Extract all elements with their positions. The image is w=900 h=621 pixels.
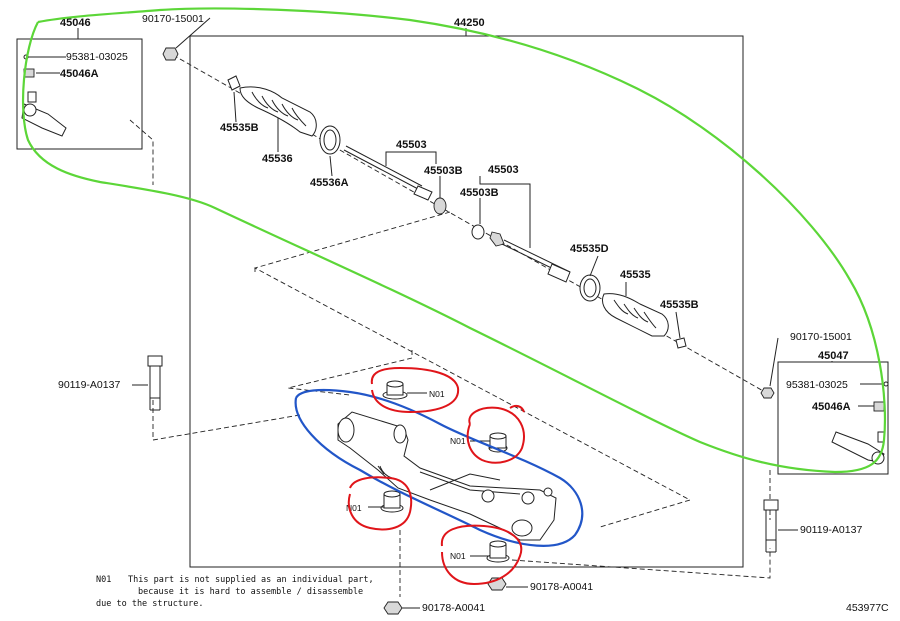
part-labels: 44250 45046 45047 95381-03025 45046A 901… bbox=[58, 13, 862, 614]
red-circle-n01-a bbox=[370, 366, 460, 414]
nut-90170-right bbox=[760, 387, 775, 399]
nut-90178-left bbox=[383, 601, 403, 615]
label-nut-45046a-right: 45046A bbox=[812, 401, 851, 413]
inner-rod-middle bbox=[471, 224, 571, 283]
inner-rod-upper bbox=[343, 145, 447, 215]
footnote: N01 This part is not supplied as an indi… bbox=[96, 575, 374, 609]
label-bolt-90119-left: 90119-A0137 bbox=[58, 379, 120, 391]
label-clamp-45535b-left: 45535B bbox=[220, 122, 259, 134]
label-cotter-pin-left: 95381-03025 bbox=[66, 51, 128, 63]
tie-rod-end-right-box bbox=[777, 361, 889, 475]
label-assy-44250: 44250 bbox=[454, 17, 485, 29]
label-n01-b: N01 bbox=[450, 436, 466, 446]
band-45536a bbox=[319, 125, 341, 155]
label-n01-d: N01 bbox=[450, 551, 466, 561]
label-nut-90178-right: 90178-A0041 bbox=[530, 581, 593, 593]
label-nut-90170-right: 90170-15001 bbox=[790, 331, 852, 343]
note-key: N01 bbox=[96, 575, 111, 585]
label-rod-45503-upper: 45503 bbox=[396, 139, 427, 151]
label-boot-45536: 45536 bbox=[262, 153, 293, 165]
note-line-3: due to the structure. bbox=[96, 599, 203, 609]
note-line-2: because it is hard to assemble / disasse… bbox=[138, 587, 363, 597]
label-clamp-45535b-right: 45535B bbox=[660, 299, 699, 311]
bushing-n01-a bbox=[382, 380, 408, 400]
leader-lines bbox=[58, 17, 874, 609]
red-circle-n01-b bbox=[466, 404, 525, 464]
label-tie-end-left: 45046 bbox=[60, 17, 91, 29]
bushing-n01-c bbox=[380, 490, 404, 513]
label-rod-end-45503b-middle: 45503B bbox=[460, 187, 499, 199]
label-rod-45503-middle: 45503 bbox=[488, 164, 519, 176]
label-clip-45535d: 45535D bbox=[570, 243, 609, 255]
label-band-45536a: 45536A bbox=[310, 177, 349, 189]
label-bolt-90119-right: 90119-A0137 bbox=[800, 524, 862, 536]
clamp-45535b-right bbox=[675, 337, 687, 349]
label-n01-a: N01 bbox=[429, 389, 445, 399]
label-nut-90170-left: 90170-15001 bbox=[142, 13, 204, 25]
tie-rod-end-right-parts bbox=[760, 381, 889, 465]
diagram-reference-number: 453977C bbox=[846, 602, 889, 614]
label-tie-end-right: 45047 bbox=[818, 350, 849, 362]
boot-left-group bbox=[227, 75, 341, 155]
label-n01-c: N01 bbox=[346, 503, 362, 513]
rod-end-washer-upper bbox=[433, 197, 447, 215]
bushing-n01-d bbox=[486, 540, 510, 563]
green-highlight-loop bbox=[21, 7, 887, 474]
label-cotter-pin-right: 95381-03025 bbox=[786, 379, 848, 391]
nut-90170-left bbox=[162, 47, 179, 61]
note-line-1: This part is not supplied as an individu… bbox=[128, 575, 374, 585]
blue-rack-highlight bbox=[294, 388, 584, 547]
red-circle-n01-d bbox=[440, 524, 523, 586]
boot-right-group bbox=[579, 274, 687, 349]
bolt-left bbox=[147, 355, 163, 411]
tie-rod-end-left-box bbox=[16, 38, 143, 150]
label-nut-90178-left: 90178-A0041 bbox=[422, 602, 485, 614]
bolt-right bbox=[763, 499, 779, 553]
label-rod-end-45503b-upper: 45503B bbox=[424, 165, 463, 177]
label-nut-45046a-left: 45046A bbox=[60, 68, 99, 80]
label-boot-45535: 45535 bbox=[620, 269, 651, 281]
red-circle-n01-c bbox=[347, 476, 413, 531]
bushing-n01-b bbox=[488, 432, 508, 453]
